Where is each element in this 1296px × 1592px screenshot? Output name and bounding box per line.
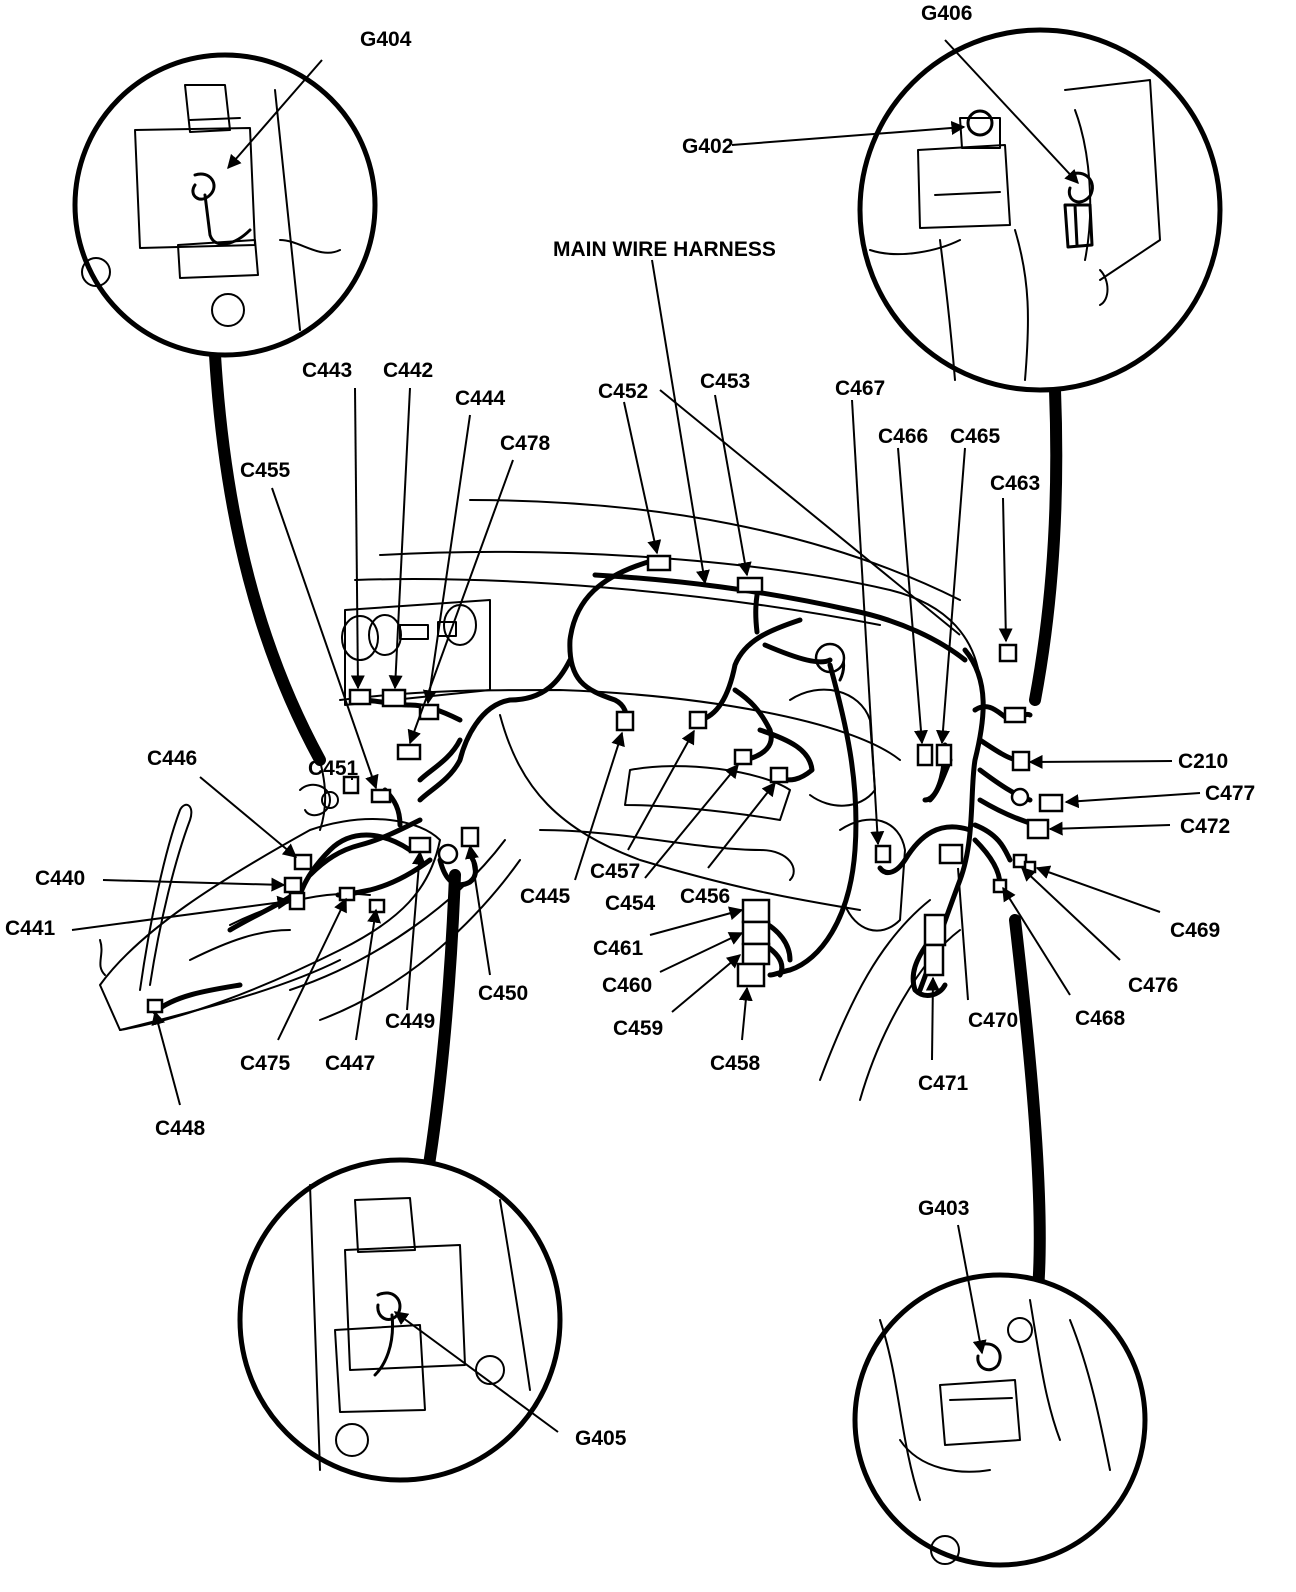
label-c440: C440 — [35, 867, 85, 890]
label-c461: C461 — [593, 937, 644, 960]
label-c444: C444 — [455, 387, 506, 410]
label-g405: G405 — [575, 1427, 627, 1450]
label-g404: G404 — [360, 28, 412, 51]
detail-circle-g403 — [852, 1272, 1148, 1568]
label-g406: G406 — [921, 2, 972, 25]
label-c465: C465 — [950, 425, 1001, 448]
label-g402: G402 — [682, 135, 733, 158]
label-c456: C456 — [680, 885, 730, 908]
label-c210: C210 — [1178, 750, 1228, 773]
label-c469: C469 — [1170, 919, 1220, 942]
label-main-wire-harness: MAIN WIRE HARNESS — [553, 238, 776, 261]
label-c460: C460 — [602, 974, 652, 997]
label-c458: C458 — [710, 1052, 761, 1075]
band-g403 — [1009, 914, 1046, 1296]
label-c471: C471 — [918, 1072, 969, 1095]
label-c470: C470 — [968, 1009, 1018, 1032]
detail-circle-g405 — [237, 1157, 563, 1483]
label-g403: G403 — [918, 1197, 969, 1220]
label-c447: C447 — [325, 1052, 375, 1075]
dashboard-outline — [99, 499, 981, 1101]
label-c457: C457 — [590, 860, 640, 883]
band-g405 — [419, 869, 461, 1196]
label-c442: C442 — [383, 359, 433, 382]
band-g404 — [209, 349, 326, 766]
label-c466: C466 — [878, 425, 928, 448]
label-c454: C454 — [605, 892, 656, 915]
label-c463: C463 — [990, 472, 1040, 495]
leader-lines — [71, 39, 1201, 1433]
label-c478: C478 — [500, 432, 551, 455]
connector-symbols — [146, 554, 1064, 1014]
label-c441: C441 — [5, 917, 56, 940]
label-c452: C452 — [598, 380, 648, 403]
label-c455: C455 — [240, 459, 291, 482]
detail-circle-g406 — [857, 27, 1223, 393]
label-c476: C476 — [1128, 974, 1178, 997]
label-c472: C472 — [1180, 815, 1230, 838]
label-c449: C449 — [385, 1010, 435, 1033]
label-c443: C443 — [302, 359, 352, 382]
label-c468: C468 — [1075, 1007, 1126, 1030]
label-c446: C446 — [147, 747, 197, 770]
labels: MAIN WIRE HARNESS G404 G406 G402 G405 G4… — [5, 2, 1255, 1450]
label-c475: C475 — [240, 1052, 291, 1075]
label-c459: C459 — [613, 1017, 663, 1040]
label-c445: C445 — [520, 885, 571, 908]
band-g406 — [1029, 384, 1063, 706]
label-c453: C453 — [700, 370, 750, 393]
label-c448: C448 — [155, 1117, 206, 1140]
label-c477: C477 — [1205, 782, 1255, 805]
detail-circle-g404 — [72, 52, 378, 358]
label-c451: C451 — [308, 757, 359, 780]
label-c467: C467 — [835, 377, 885, 400]
label-c450: C450 — [478, 982, 528, 1005]
